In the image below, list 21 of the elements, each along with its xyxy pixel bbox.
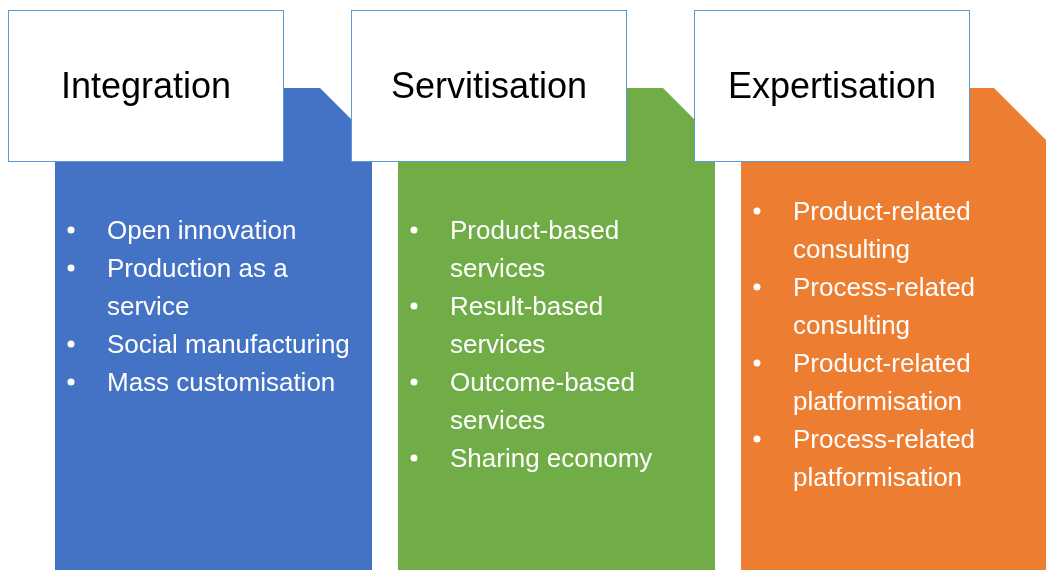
bullet-item: Process-related consulting: [793, 272, 976, 340]
category-panel: [398, 162, 715, 570]
bullet-item: Result-based services: [450, 291, 604, 359]
bullet-item: Outcome-based services: [450, 367, 635, 435]
bullet-item: Product-related platformisation: [793, 348, 971, 416]
heading-box: [351, 10, 627, 162]
heading-box: [8, 10, 284, 162]
bullet-item: Social manufacturing: [107, 329, 350, 359]
bullet-item: Mass customisation: [107, 367, 336, 397]
bullet-item: Process-related platformisation: [793, 424, 976, 492]
category-panel: [55, 162, 372, 570]
heading-text: Integration: [60, 65, 232, 107]
bullet-item: Sharing economy: [450, 443, 653, 473]
bullet-item: Product-related consulting: [793, 196, 971, 264]
bullet-item: Production as a service: [107, 253, 288, 321]
bullet-item: Open innovation: [107, 215, 297, 245]
bullet-item: Product-based services: [450, 215, 620, 283]
heading-text: Servitisation: [390, 65, 588, 107]
heading-box: [694, 10, 970, 162]
heading-text: Expertisation: [727, 65, 937, 107]
category-panel: [741, 162, 1046, 570]
